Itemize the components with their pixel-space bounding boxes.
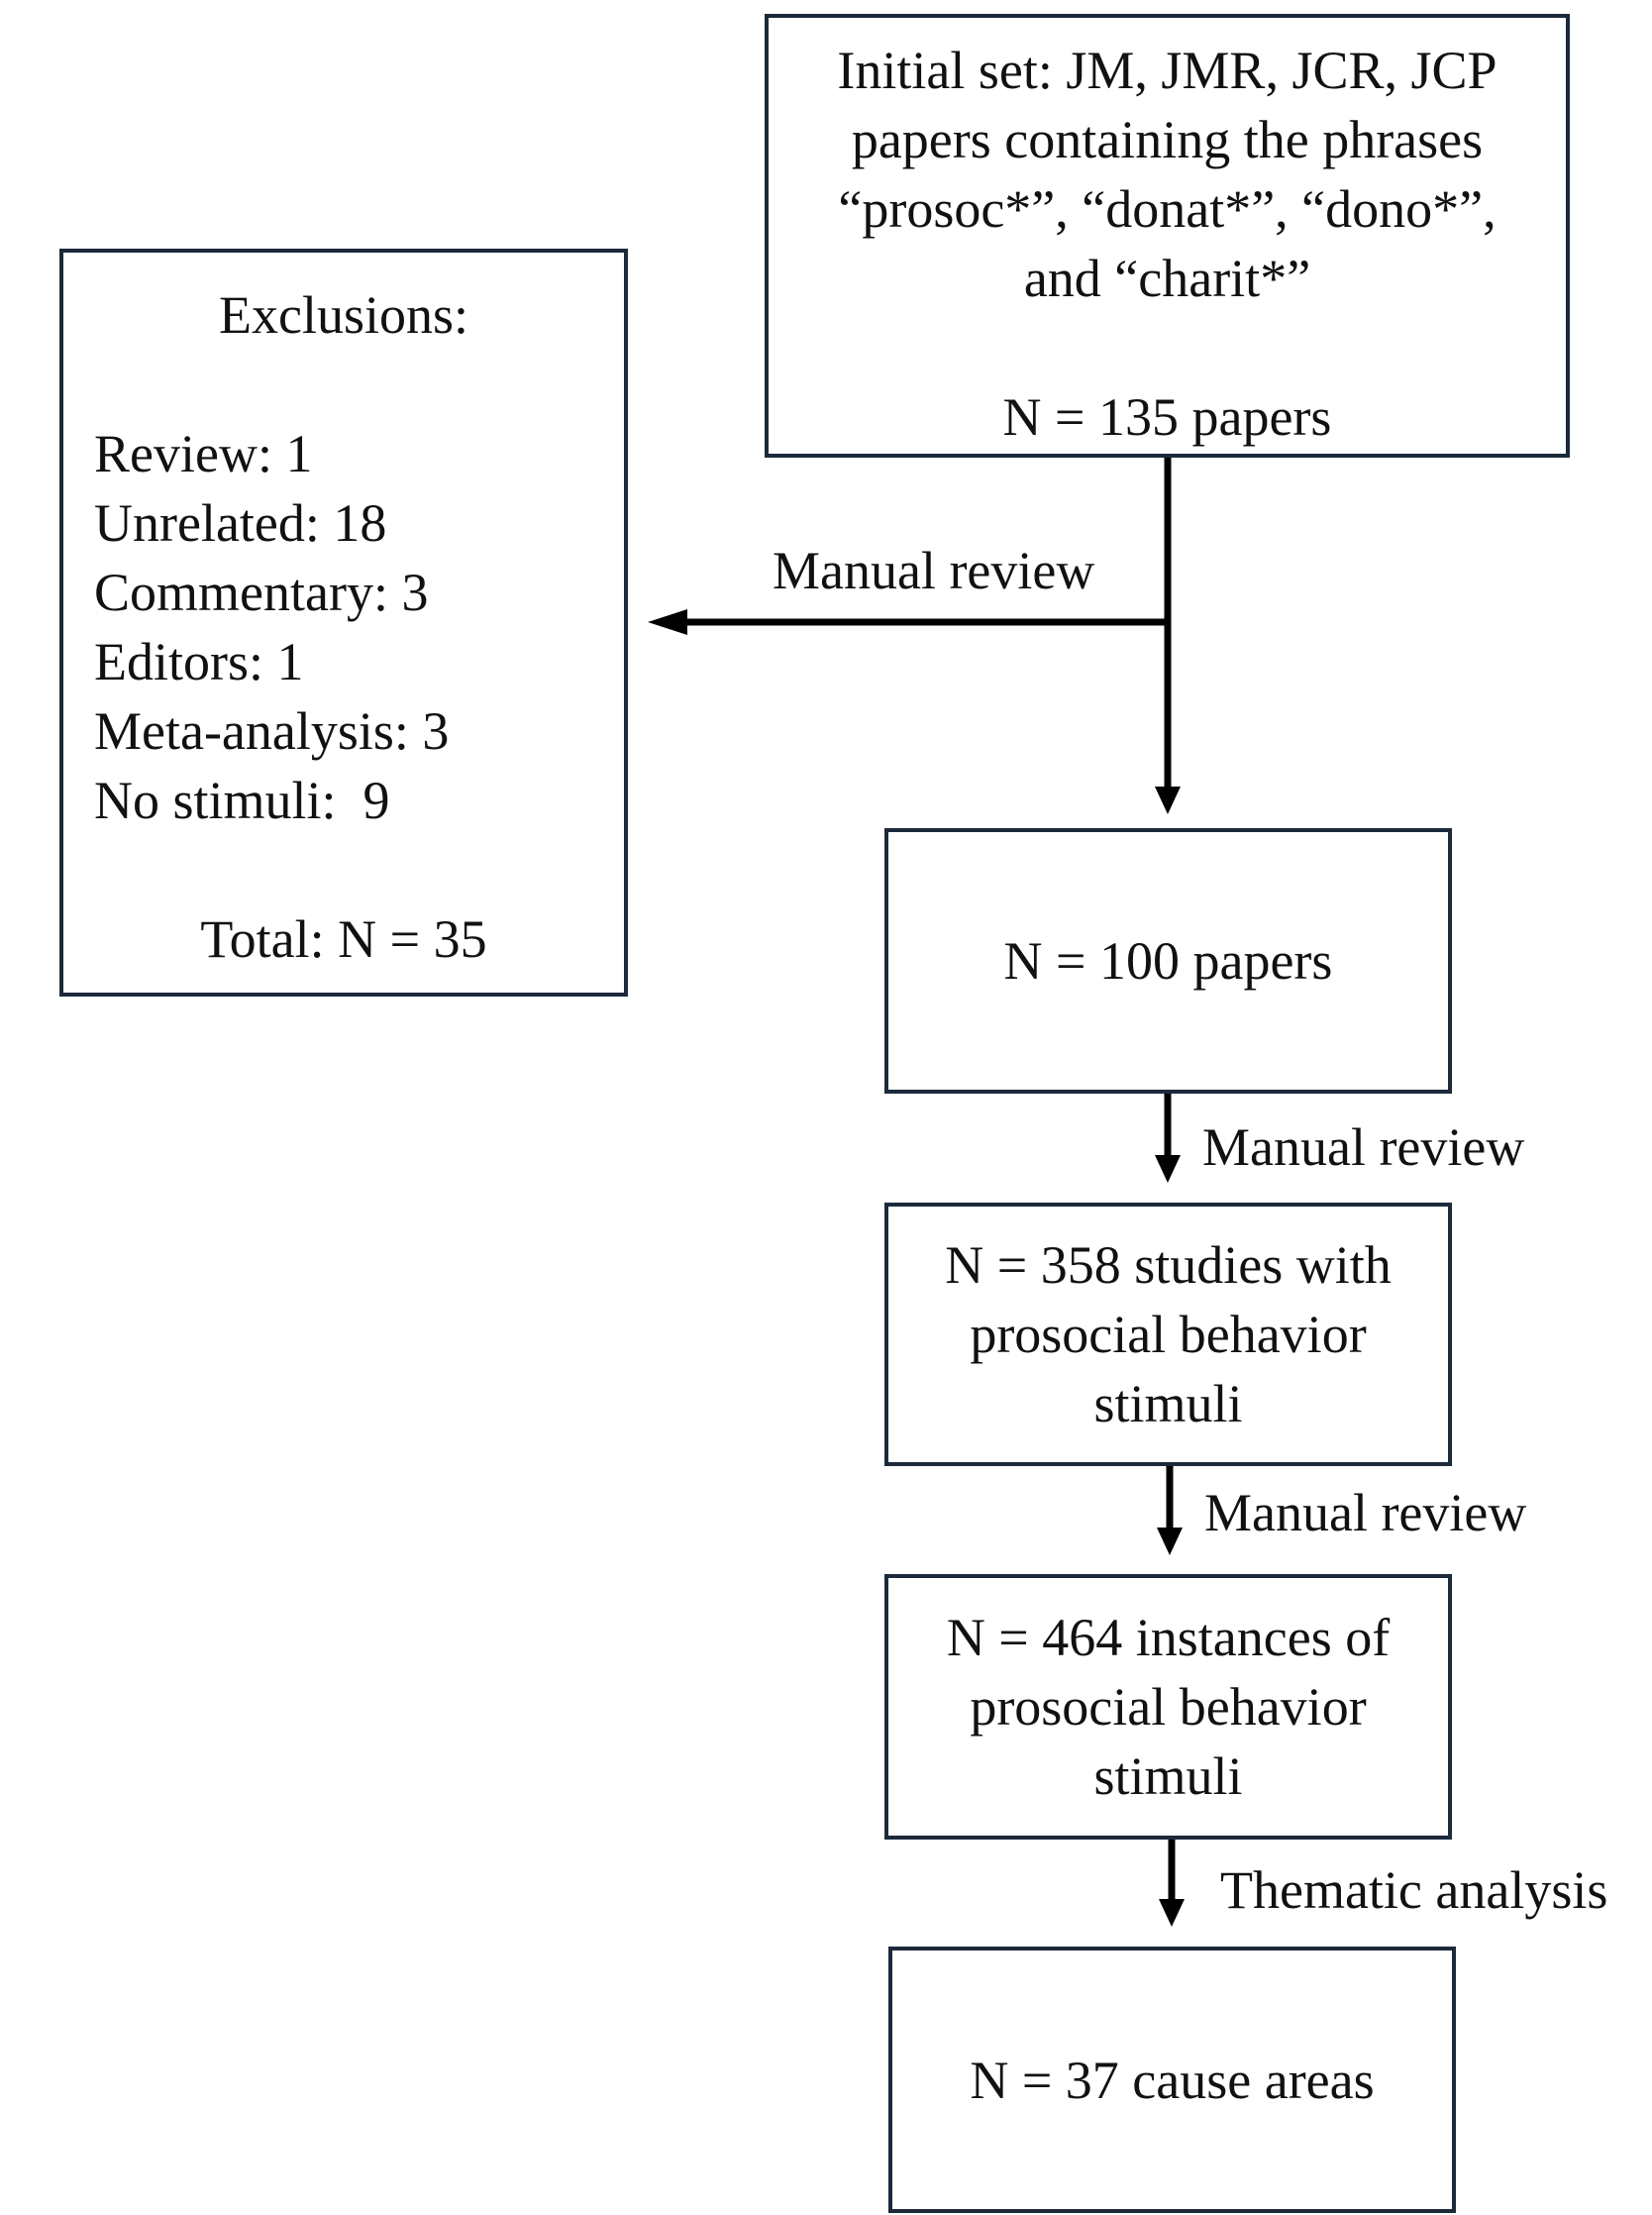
arrowhead-causes: [1159, 1899, 1185, 1927]
exclusions-box: Exclusions: Review: 1 Unrelated: 18 Comm…: [59, 249, 628, 997]
initial-set-line: Initial set: JM, JMR, JCR, JCP: [837, 41, 1497, 100]
initial-set-count: N = 135 papers: [1002, 387, 1332, 447]
label-exclusion-manual-review: Manual review: [773, 541, 1095, 600]
label-step3-thematic-analysis: Thematic analysis: [1220, 1860, 1608, 1920]
arrowhead-papers: [1155, 787, 1181, 814]
studies-box: N = 358 studies with prosocial behavior …: [884, 1203, 1452, 1466]
studies-line: prosocial behavior: [970, 1305, 1367, 1364]
instances-box: N = 464 instances of prosocial behavior …: [884, 1574, 1452, 1840]
papers-count: N = 100 papers: [1003, 931, 1333, 991]
exclusion-item: Unrelated: 18: [94, 493, 387, 553]
cause-areas-box: N = 37 cause areas: [888, 1947, 1456, 2213]
arrowhead-instances: [1157, 1528, 1183, 1555]
label-step2-manual-review: Manual review: [1204, 1483, 1527, 1542]
exclusion-item: Editors: 1: [94, 632, 304, 691]
initial-set-line: papers containing the phrases: [851, 110, 1484, 169]
initial-set-line: and “charit*”: [1023, 249, 1311, 308]
exclusion-item: Review: 1: [94, 424, 313, 483]
initial-set-line: “prosoc*”, “donat*”, “dono*”,: [838, 179, 1497, 239]
papers-box: N = 100 papers: [884, 828, 1452, 1094]
cause-areas-count: N = 37 cause areas: [970, 2050, 1375, 2110]
instances-line: prosocial behavior: [970, 1677, 1367, 1737]
exclusions-total: Total: N = 35: [200, 909, 487, 969]
label-step1-manual-review: Manual review: [1202, 1117, 1525, 1177]
studies-line: stimuli: [1093, 1374, 1243, 1433]
instances-line: stimuli: [1093, 1746, 1243, 1806]
studies-line: N = 358 studies with: [945, 1235, 1392, 1295]
exclusions-title: Exclusions:: [219, 285, 468, 345]
exclusion-item: Meta-analysis: 3: [94, 701, 450, 761]
instances-line: N = 464 instances of: [946, 1608, 1391, 1667]
exclusion-item: No stimuli: 9: [94, 771, 390, 830]
exclusion-item: Commentary: 3: [94, 563, 429, 622]
arrowhead-studies: [1155, 1155, 1181, 1183]
arrowhead-exclusions: [648, 609, 687, 635]
initial-set-box: Initial set: JM, JMR, JCR, JCP papers co…: [765, 14, 1570, 458]
